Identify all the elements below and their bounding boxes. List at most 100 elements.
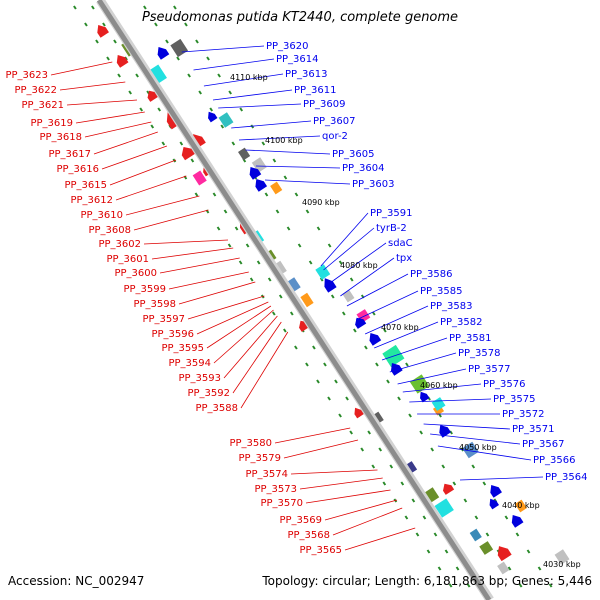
gene-label-plus: tyrB-2 xyxy=(376,223,407,234)
tick-mark xyxy=(245,243,250,248)
callout-line xyxy=(213,309,274,364)
tick-mark xyxy=(341,311,346,316)
callout-line xyxy=(423,423,511,430)
callout-line xyxy=(381,337,448,361)
callout-line xyxy=(159,257,240,274)
gene-block xyxy=(300,292,314,308)
tick-mark xyxy=(426,549,431,554)
callout-line xyxy=(187,295,265,320)
gene-label-plus: PP_3614 xyxy=(276,54,319,65)
tick-mark xyxy=(411,498,416,503)
tick-mark xyxy=(345,396,349,401)
gene-label-plus: PP_3564 xyxy=(545,472,588,483)
gene-block xyxy=(497,546,512,562)
tick-marks xyxy=(73,5,553,588)
callout-line xyxy=(238,135,321,141)
tick-mark xyxy=(267,277,272,282)
callout-line xyxy=(264,179,351,185)
kbp-label: 4100 kbp xyxy=(265,136,303,145)
gene-label-minus: PP_3618 xyxy=(39,132,82,143)
tick-mark xyxy=(184,22,188,27)
gene-label-plus: PP_3611 xyxy=(294,85,337,96)
accession-text: Accession: NC_002947 xyxy=(8,574,145,588)
gene-block xyxy=(249,166,262,180)
tick-mark xyxy=(327,396,331,401)
tick-mark xyxy=(386,379,390,384)
tick-mark xyxy=(430,447,435,452)
callout-line xyxy=(245,149,331,155)
callout-line xyxy=(364,305,429,335)
gene-label-minus: PP_3579 xyxy=(238,453,281,464)
gene-label-plus: PP_3586 xyxy=(410,269,453,280)
tick-mark xyxy=(228,90,232,95)
callout-line xyxy=(66,99,138,106)
callout-line xyxy=(255,165,341,169)
callout-line xyxy=(193,58,275,71)
callout-line xyxy=(374,321,439,349)
tick-mark xyxy=(382,481,387,486)
gene-block xyxy=(439,424,451,438)
tick-mark xyxy=(526,549,531,554)
gene-label-minus: PP_3570 xyxy=(260,498,303,509)
tick-mark xyxy=(294,345,298,350)
gene-block xyxy=(355,317,367,329)
callout-line xyxy=(125,195,200,216)
tick-mark xyxy=(463,498,468,503)
kbp-label: 4070 kbp xyxy=(381,323,419,332)
gene-label-plus: PP_3591 xyxy=(370,208,413,219)
gene-label-minus: PP_3597 xyxy=(142,314,185,325)
tick-mark xyxy=(408,413,412,418)
callout-line xyxy=(151,247,234,260)
kbp-label: 4040 kbp xyxy=(502,501,540,510)
tick-mark xyxy=(323,362,327,367)
tick-mark xyxy=(165,39,169,44)
gene-label-minus: PP_3623 xyxy=(5,70,48,81)
tick-mark xyxy=(84,22,88,27)
gene-block xyxy=(409,374,430,394)
gene-label-plus: PP_3603 xyxy=(352,179,395,190)
kbp-label: 4080 kbp xyxy=(340,261,378,270)
tick-mark xyxy=(316,379,320,384)
tick-mark xyxy=(507,566,512,571)
tick-mark xyxy=(261,141,266,146)
tick-mark xyxy=(455,566,460,571)
tick-mark xyxy=(128,90,132,95)
genome-title: Pseudomonas putida KT2440, complete geno… xyxy=(141,10,459,25)
gene-label-plus: PP_3567 xyxy=(522,439,565,450)
tick-mark xyxy=(198,90,202,95)
tick-mark xyxy=(73,5,77,10)
tick-mark xyxy=(286,226,291,231)
callout-line xyxy=(84,121,152,138)
gene-label-minus: PP_3599 xyxy=(123,284,166,295)
tick-mark xyxy=(485,532,490,537)
gene-block xyxy=(420,391,430,403)
tick-mark xyxy=(271,311,276,316)
tick-mark xyxy=(173,5,177,10)
kbp-label: 4110 kbp xyxy=(230,73,268,82)
callout-line xyxy=(231,120,312,129)
tick-mark xyxy=(195,39,199,44)
tick-mark xyxy=(415,532,420,537)
callout-line xyxy=(168,271,249,290)
tick-mark xyxy=(294,192,299,197)
gene-label-plus: sdaC xyxy=(388,238,413,249)
tick-mark xyxy=(367,430,371,435)
gene-block xyxy=(369,332,382,346)
gene-block xyxy=(251,157,267,173)
gene-block xyxy=(469,528,482,542)
gene-label-minus: PP_3617 xyxy=(48,149,91,160)
gene-label-minus: PP_3601 xyxy=(106,254,149,265)
callout-line xyxy=(397,368,467,385)
gene-block xyxy=(238,147,251,161)
gene-block xyxy=(157,46,170,60)
tick-mark xyxy=(106,56,110,61)
gene-block xyxy=(192,170,207,186)
callout-line xyxy=(178,281,256,305)
gene-label-plus: PP_3578 xyxy=(458,348,501,359)
tick-mark xyxy=(371,464,376,469)
tick-mark xyxy=(400,481,405,486)
callout-line xyxy=(50,61,113,76)
gene-block xyxy=(554,549,570,565)
gene-block xyxy=(342,289,355,303)
